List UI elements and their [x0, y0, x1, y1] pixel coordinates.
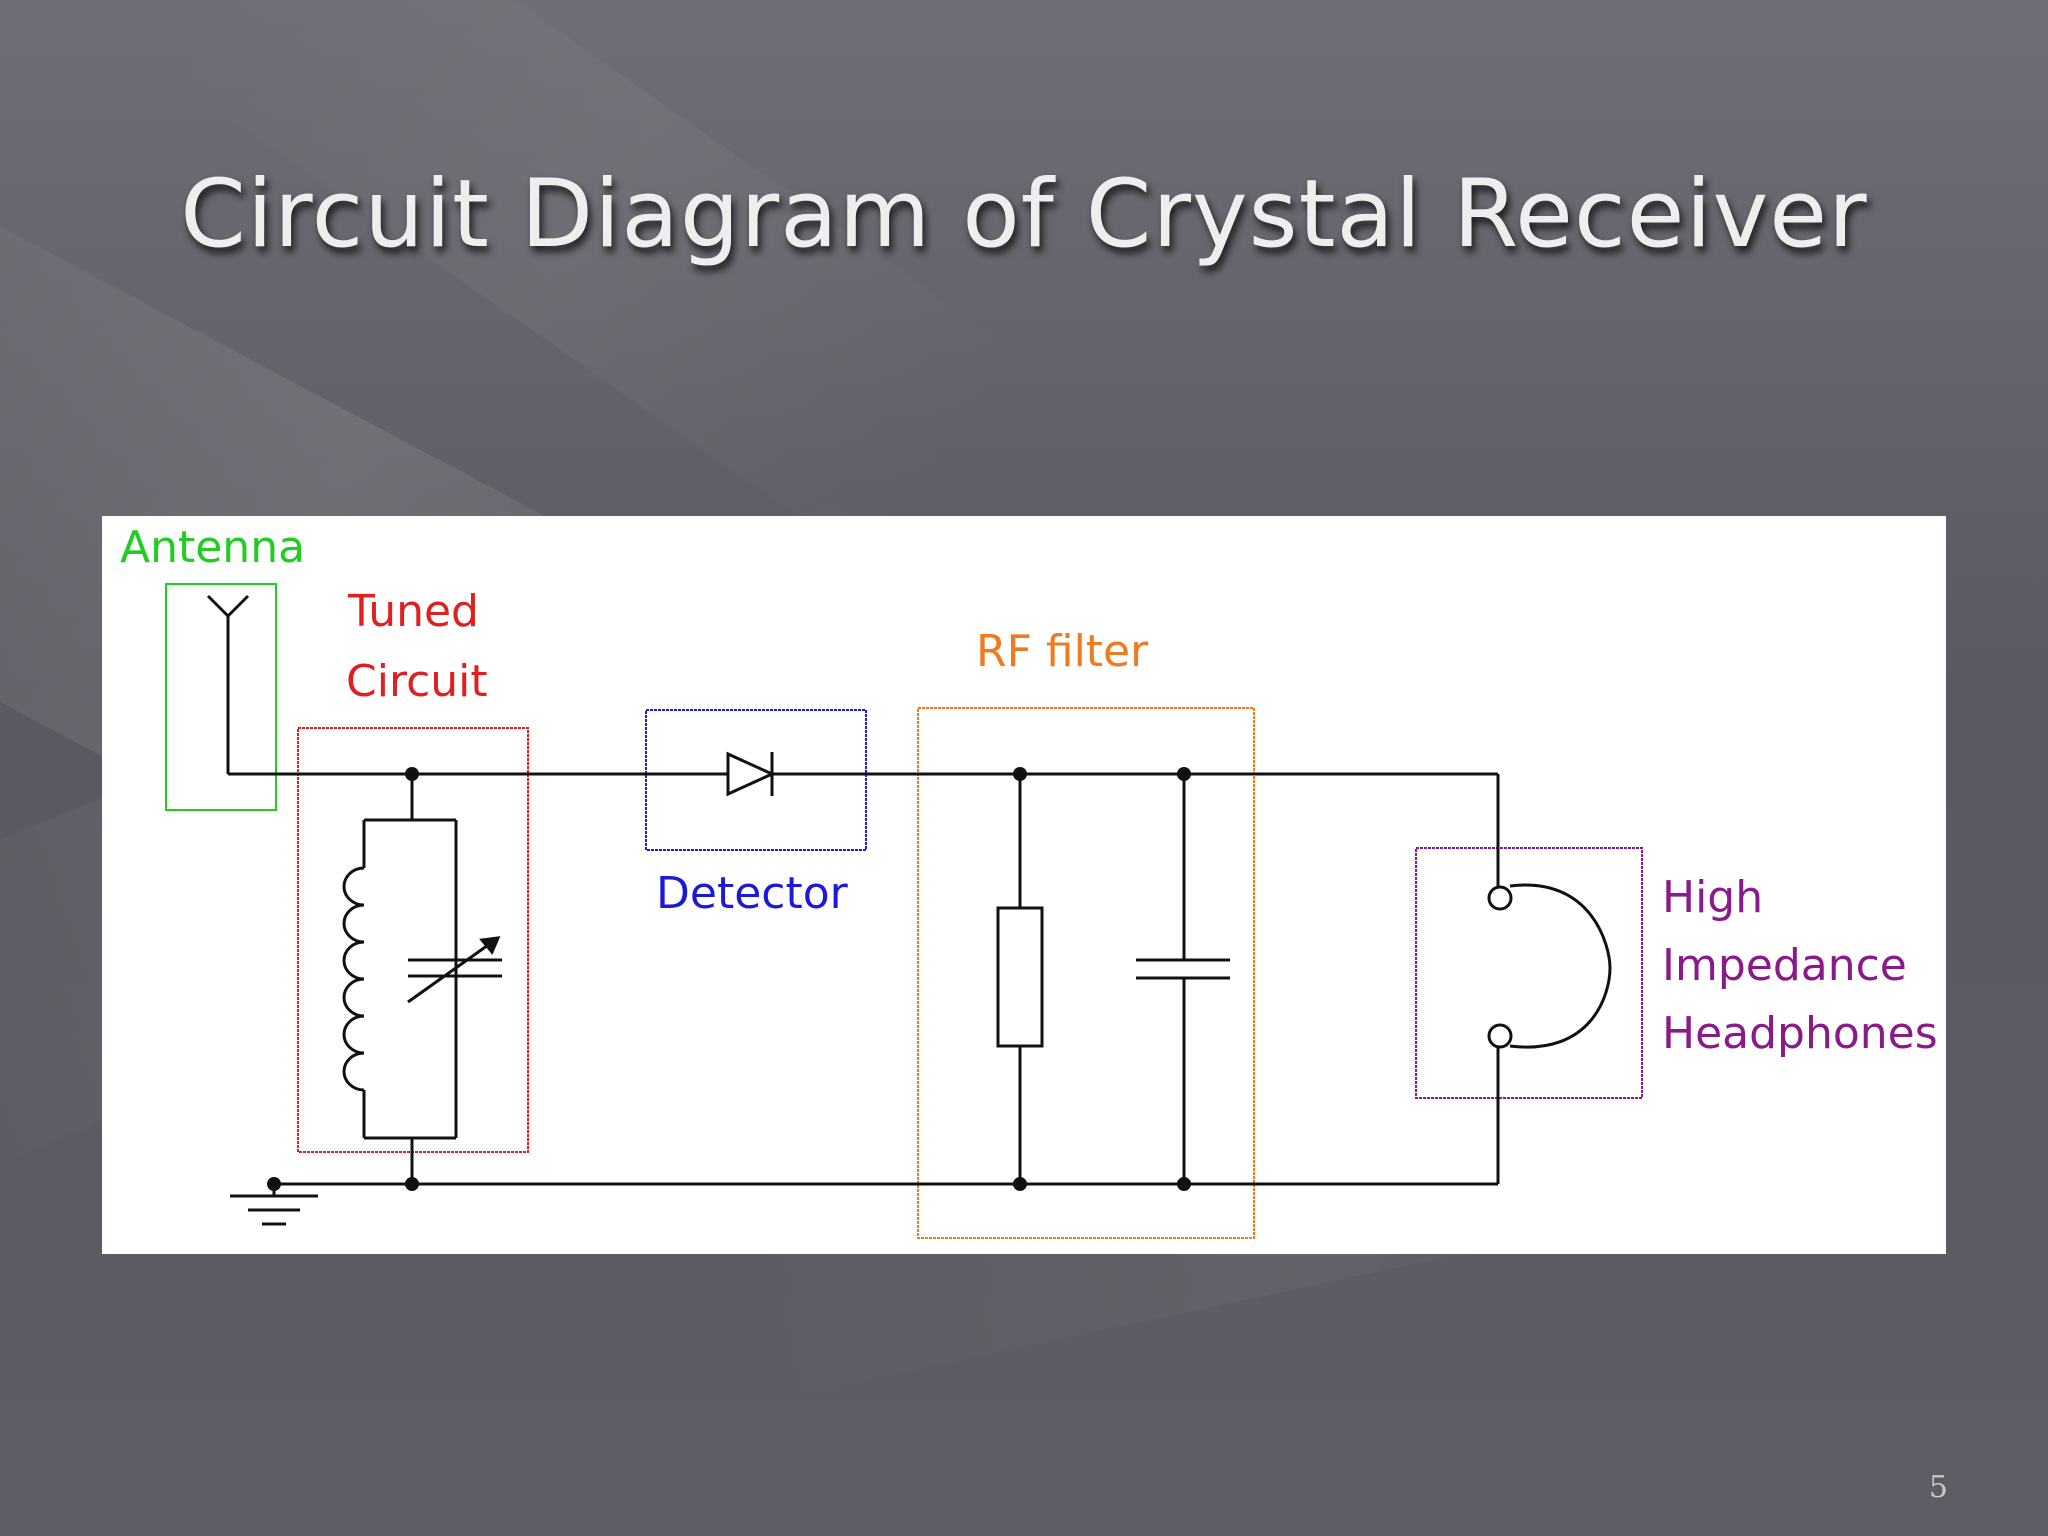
headphones-symbol: [1487, 883, 1612, 1049]
rf-filter-box: [917, 707, 1255, 1239]
circuit-diagram: Antenna Tuned Circuit Detector RF filter…: [102, 516, 1946, 1254]
detector-label: Detector: [656, 868, 849, 919]
circuit-diagram-svg: Antenna Tuned Circuit Detector RF filter…: [120, 522, 1938, 1239]
antenna-box: [165, 583, 277, 811]
ground-symbol: [230, 1194, 318, 1226]
detector-box: [645, 709, 867, 851]
headphones-label-line2: Impedance: [1662, 940, 1907, 991]
junction-dots: [267, 767, 1191, 1191]
filter-capacitor: [1136, 958, 1230, 980]
rf-filter-label: RF filter: [976, 626, 1149, 677]
diode-symbol: [726, 751, 776, 797]
wires: [226, 616, 1500, 1196]
headphones-box: [1415, 847, 1643, 1099]
variable-capacitor: [407, 936, 502, 1004]
slide-title: Circuit Diagram of Crystal Receiver: [180, 160, 1868, 269]
tuned-circuit-label-line1: Tuned: [347, 586, 479, 637]
antenna-label: Antenna: [120, 522, 305, 573]
tuned-circuit-label-line2: Circuit: [346, 656, 488, 707]
headphones-label-line1: High: [1662, 872, 1763, 923]
headphones-label-line3: Headphones: [1662, 1008, 1938, 1059]
inductor-coil: [342, 866, 365, 1092]
page-number: 5: [1928, 1470, 1948, 1505]
antenna-symbol: [206, 594, 250, 618]
resistor-symbol: [996, 906, 1044, 1048]
